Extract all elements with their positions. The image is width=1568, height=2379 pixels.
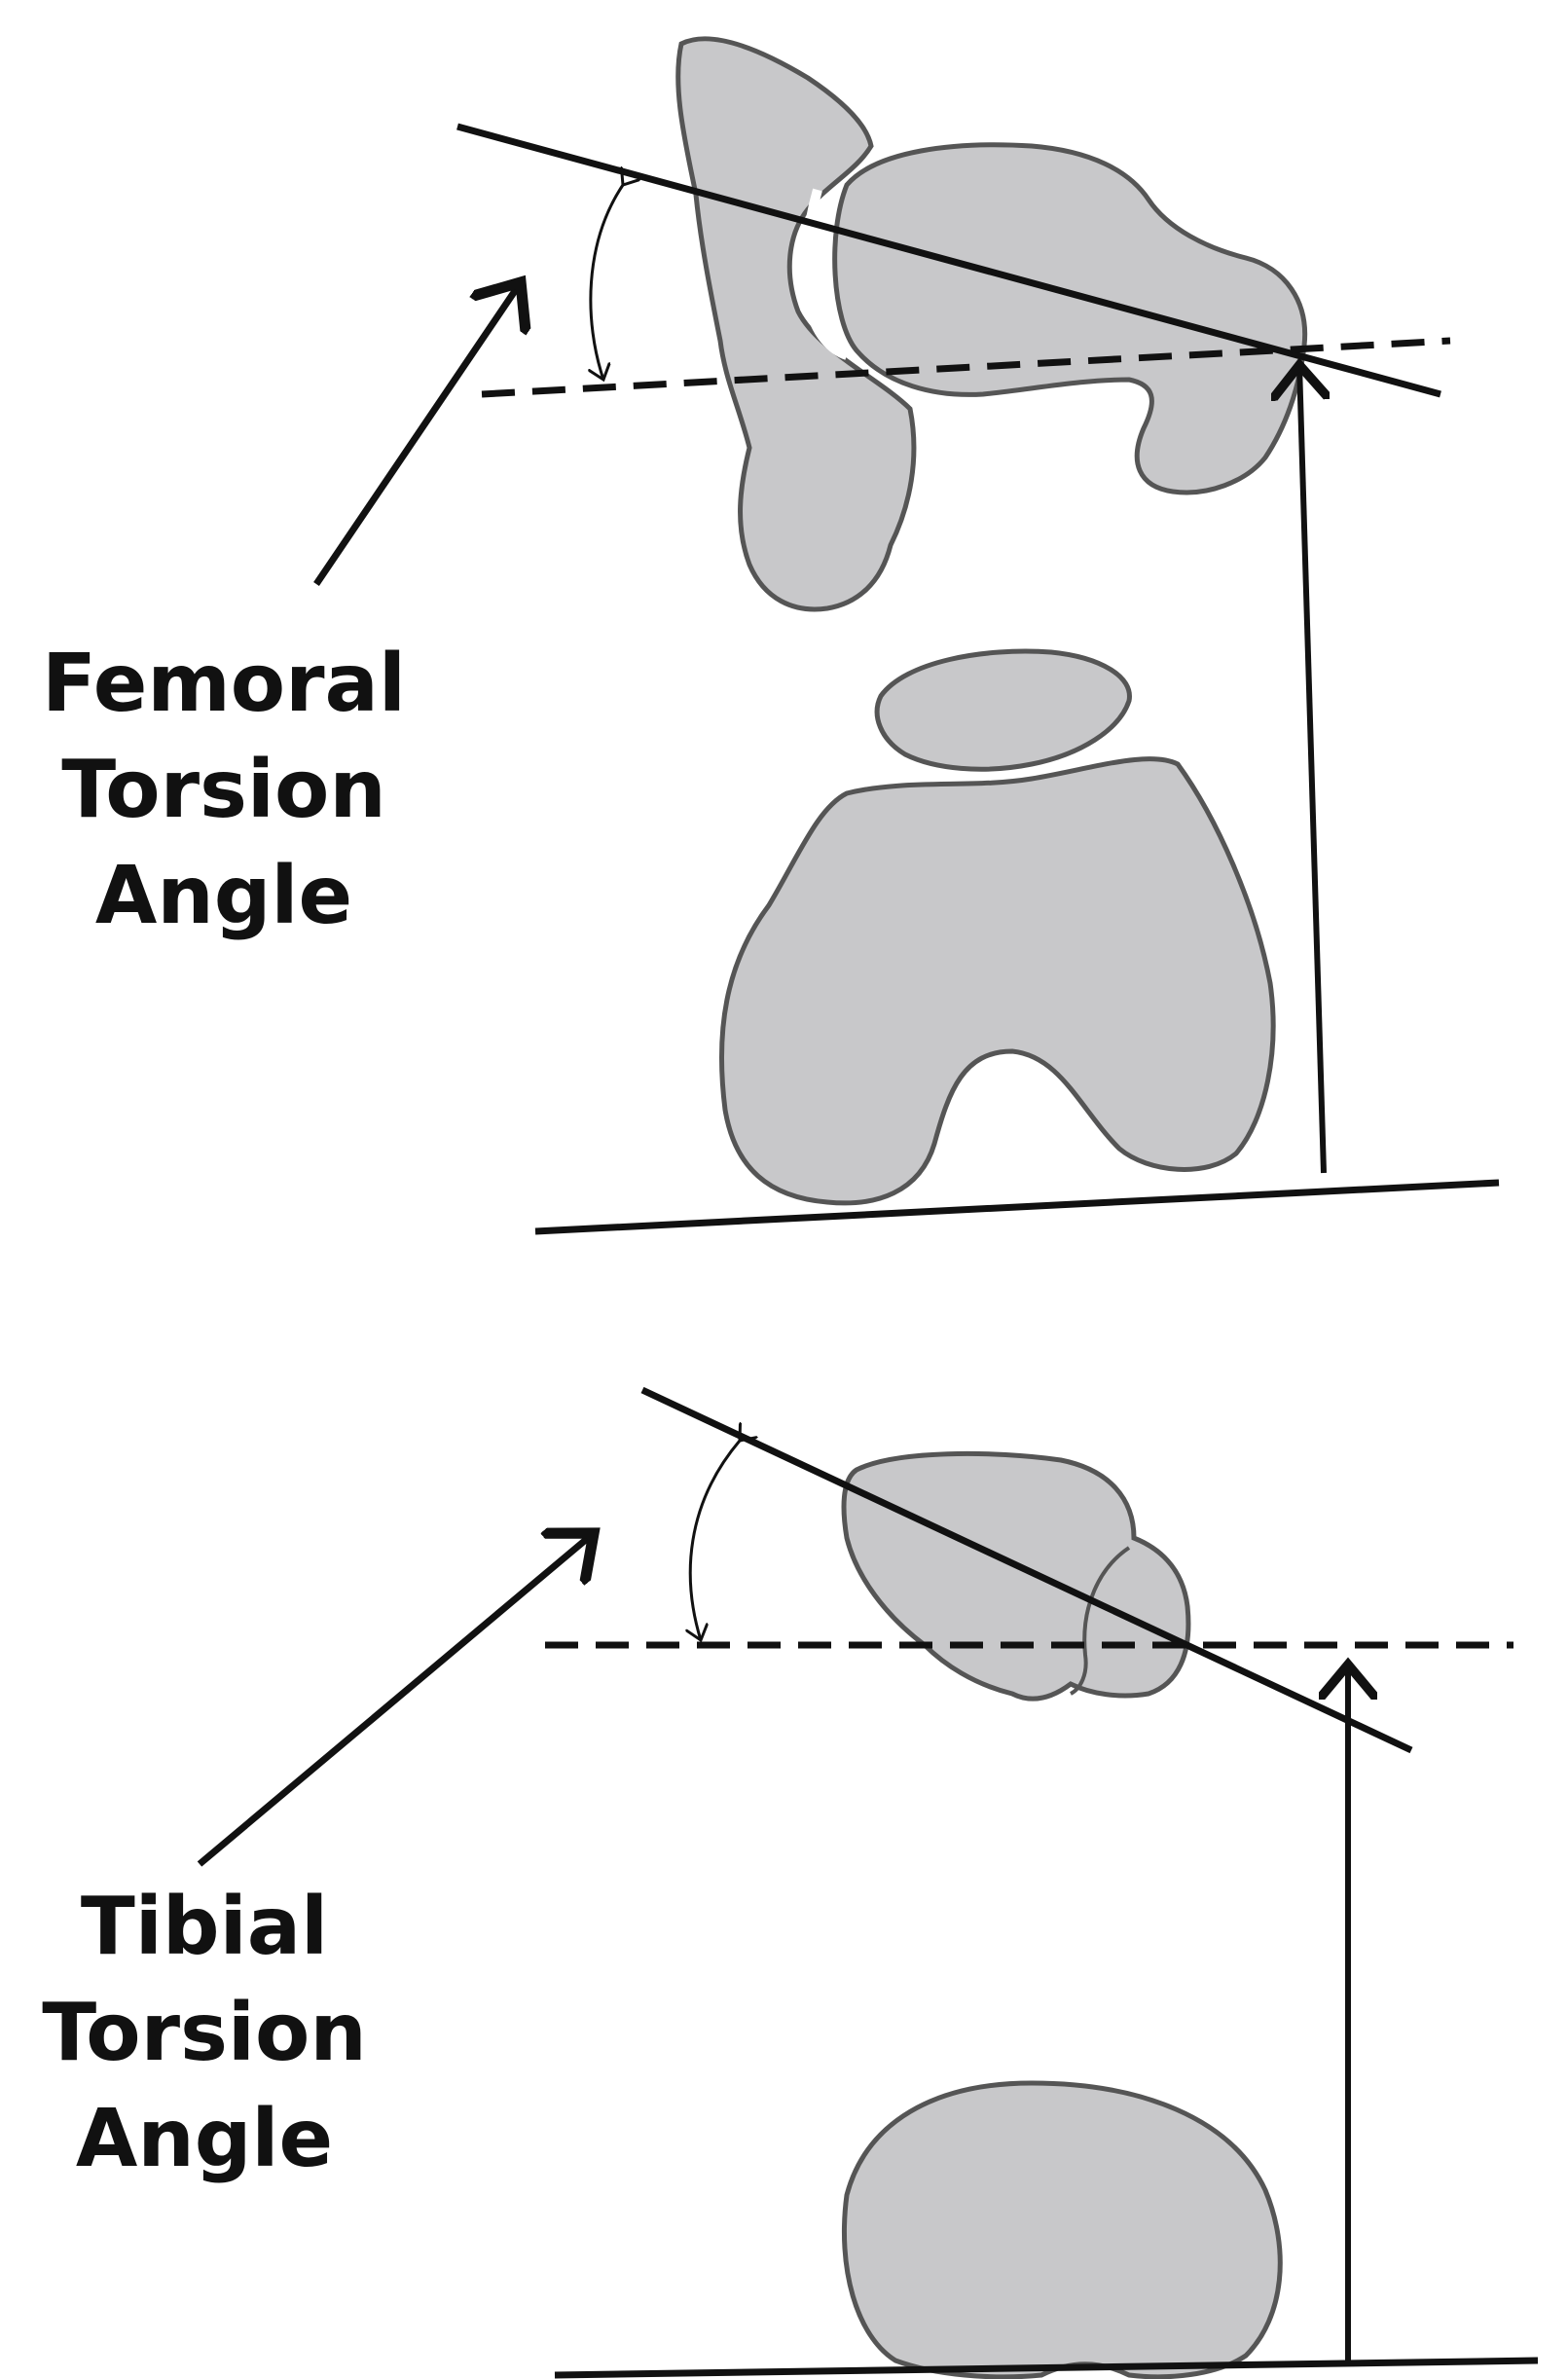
tibial-label-line-1: Tibial bbox=[80, 1881, 329, 1973]
femoral-torsion-angle-label: Femoral Torsion Angle bbox=[19, 631, 428, 949]
femoral-label-line-2: Torsion bbox=[61, 744, 386, 837]
distal-tibia-bone bbox=[842, 2080, 1283, 2379]
tibial-malleolar-baseline bbox=[554, 2357, 1539, 2379]
femoral-transferred-reference-dashed-line bbox=[481, 337, 1451, 398]
patella-bone bbox=[874, 648, 1132, 772]
proximal-tibia-fibula-bone bbox=[841, 1450, 1191, 1702]
tibial-pointer-arrow bbox=[197, 1533, 594, 1867]
femoral-head-bone bbox=[832, 142, 1308, 495]
femoral-transfer-arrow bbox=[1299, 365, 1324, 1174]
tibial-proximal-axis-line bbox=[640, 1386, 1413, 1754]
tibia-fibula-division bbox=[1069, 1546, 1131, 1696]
femoral-neck-gap bbox=[801, 188, 849, 360]
tibial-torsion-angle-label: Tibial Torsion Angle bbox=[10, 1874, 399, 2192]
femoral-section bbox=[313, 36, 1500, 1235]
tibial-angle-arc bbox=[690, 1441, 740, 1640]
distal-femur-condyles-bone bbox=[718, 756, 1276, 1206]
greater-trochanter-bone bbox=[675, 36, 917, 612]
femoral-angle-arc bbox=[591, 185, 623, 380]
femoral-pointer-arrow bbox=[313, 282, 521, 586]
femoral-label-line-3: Angle bbox=[94, 850, 353, 943]
tibial-section bbox=[197, 1386, 1539, 2379]
femoral-posterior-condylar-line bbox=[534, 1179, 1500, 1235]
tibial-label-line-2: Torsion bbox=[42, 1987, 367, 2080]
tibial-label-line-3: Angle bbox=[75, 2093, 334, 2186]
femoral-label-line-1: Femoral bbox=[42, 638, 406, 730]
